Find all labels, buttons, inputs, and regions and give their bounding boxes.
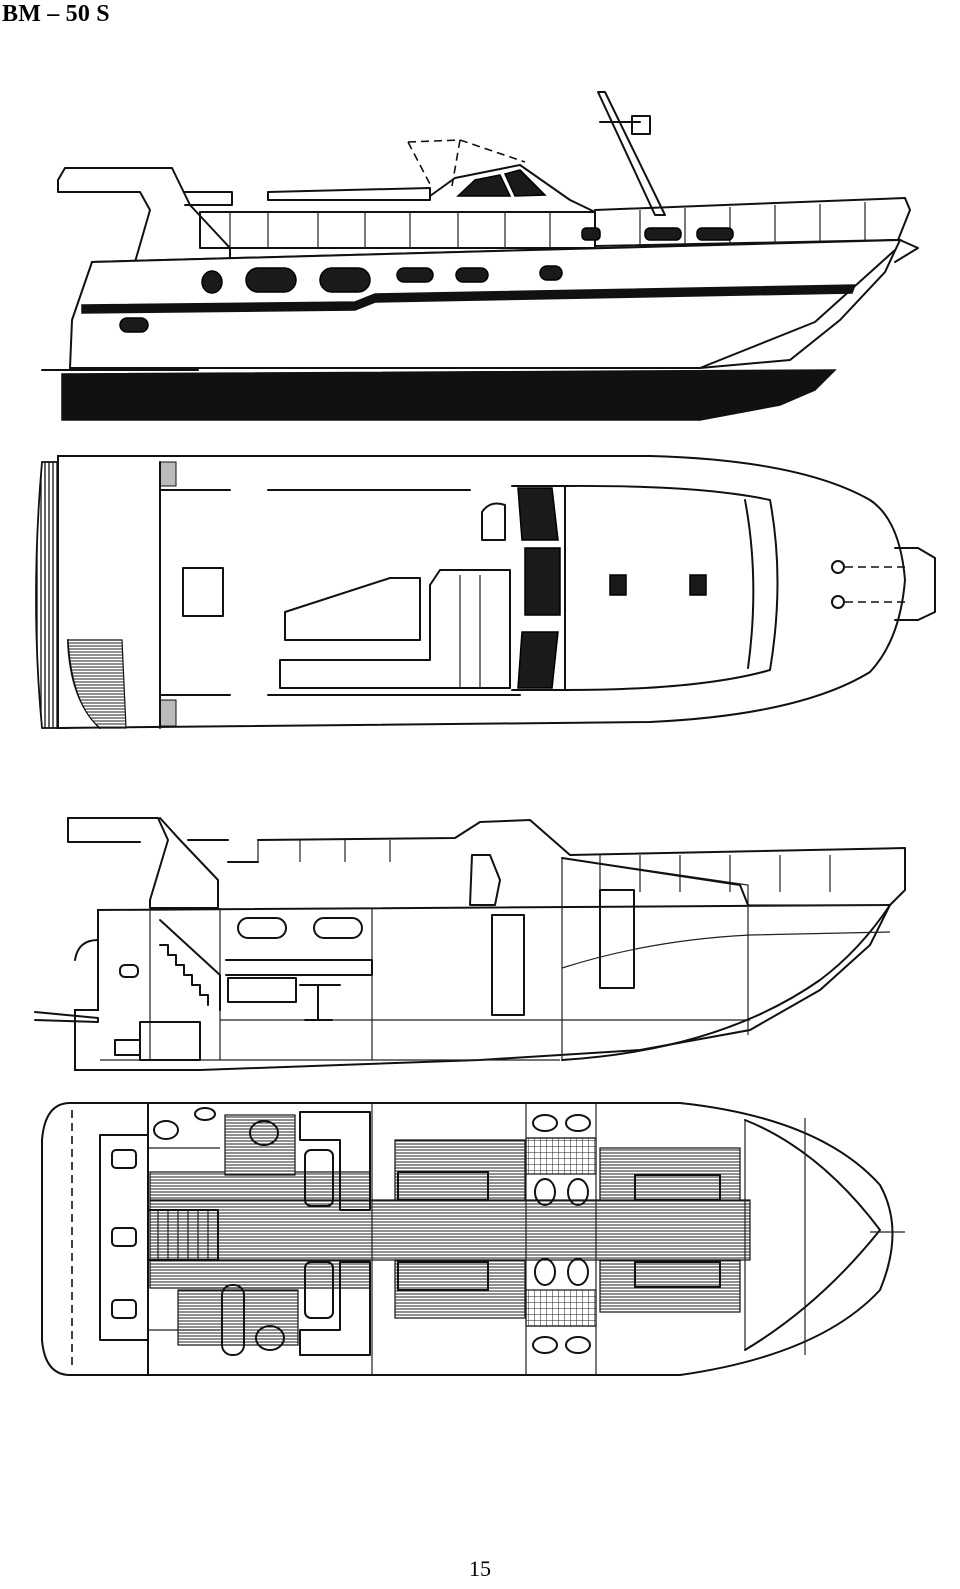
profile-view	[41, 91, 919, 421]
cross-section-view	[34, 817, 906, 1071]
deck-plan-view	[35, 455, 936, 730]
page-title: BM – 50 S	[2, 1, 110, 27]
page-number: 15	[469, 1556, 491, 1581]
interior-layout-view	[41, 1102, 905, 1376]
